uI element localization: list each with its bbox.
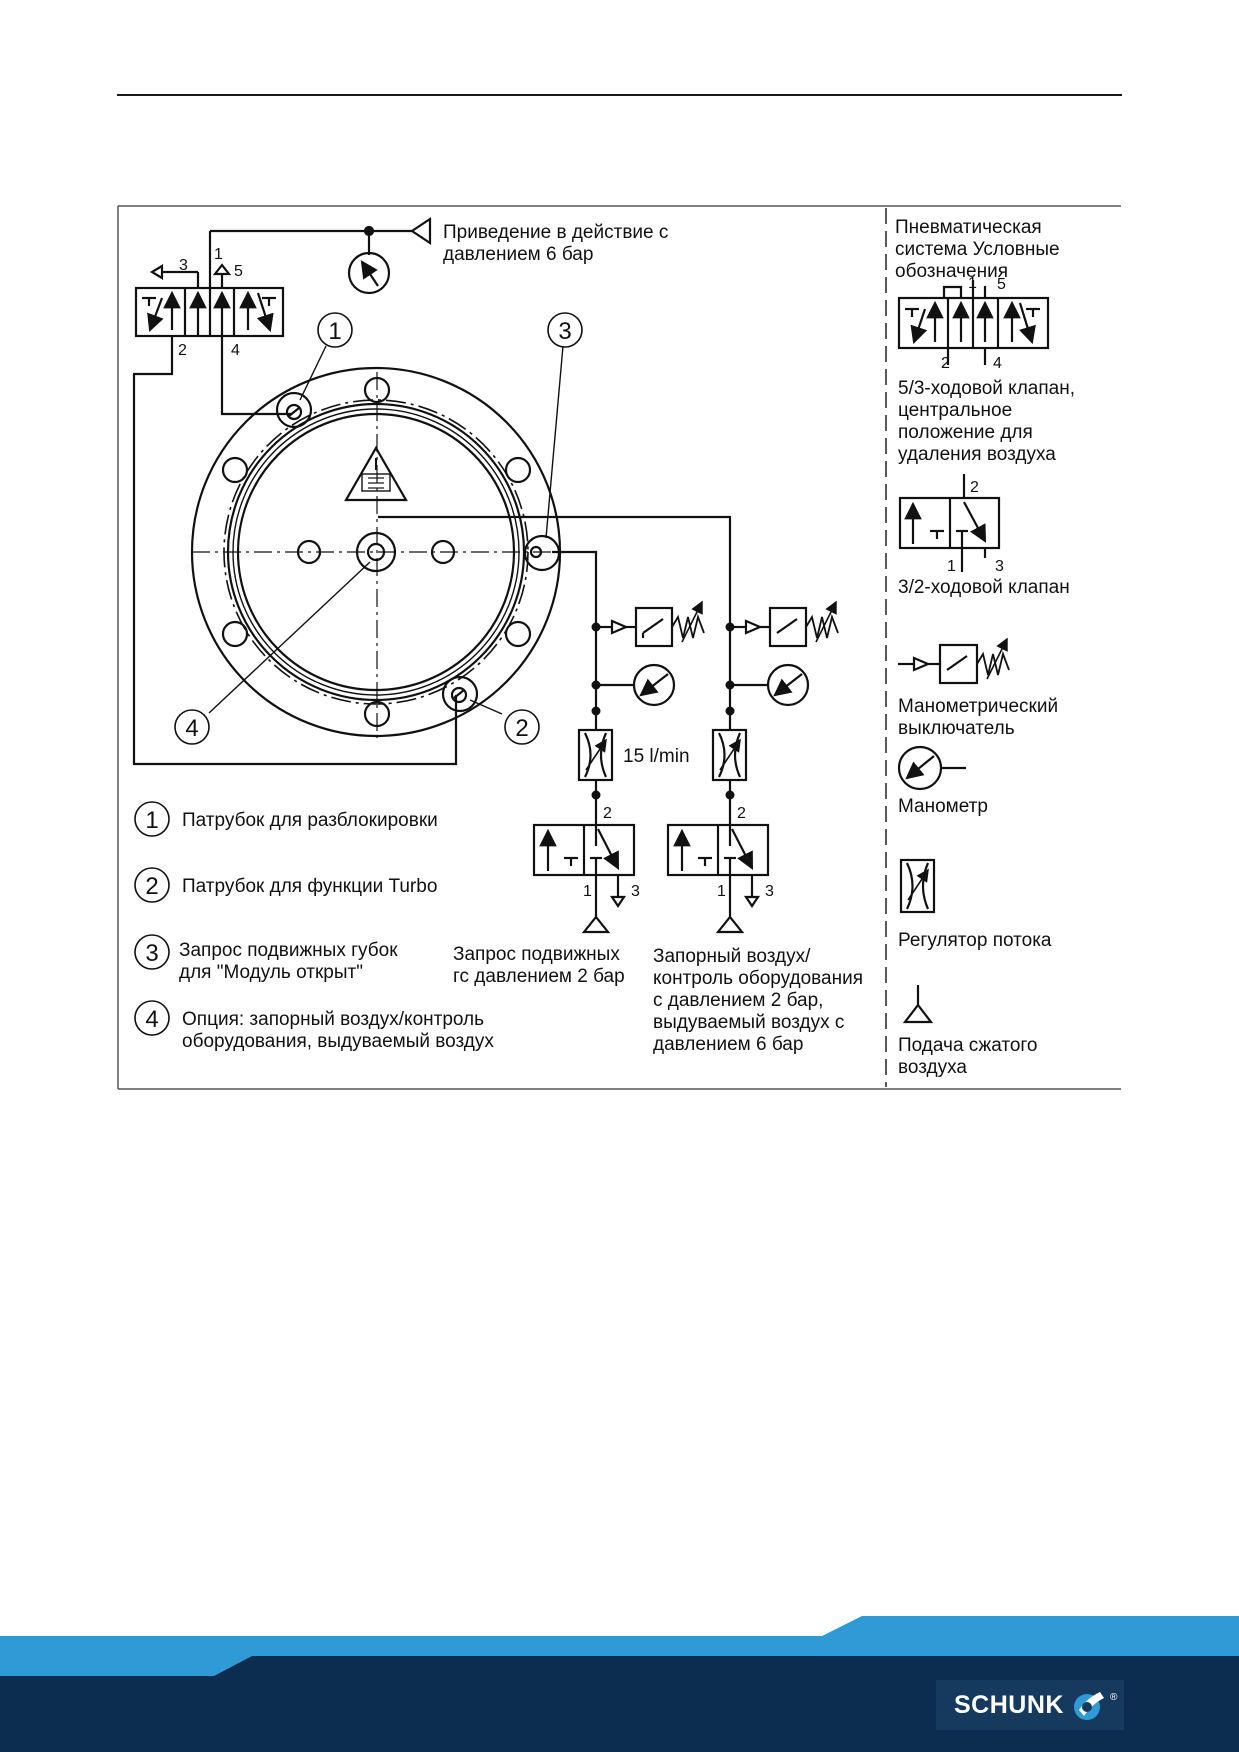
left-valve-port-3: 3: [631, 883, 640, 900]
junction-dots: [591, 622, 735, 800]
symbol-valve-3-2: [898, 474, 1001, 572]
symbols-title-1: Пневматическая: [895, 217, 1042, 238]
callout-1: 1: [328, 318, 341, 345]
symbol-pressure-switch: [898, 637, 1010, 685]
legend-num-1: 1: [145, 807, 158, 834]
legend-num-3: 3: [145, 940, 158, 967]
actuation-label-line1: Приведение в действие с: [443, 222, 668, 243]
sym53-port-1: 1: [968, 275, 977, 292]
sym32-port-1: 1: [947, 558, 956, 575]
branch-left-label-1: Запрос подвижных: [453, 944, 620, 965]
branch-left-label-2: гс давлением 2 бар: [453, 966, 625, 987]
symbol-air-supply: [902, 985, 934, 1024]
callout-2: 2: [515, 715, 528, 742]
top-rule: [117, 94, 1122, 96]
footer-dark-band: [0, 1656, 1239, 1752]
callout-3: 3: [558, 318, 571, 345]
schunk-logo[interactable]: SCHUNK ®: [936, 1680, 1124, 1730]
symbols-title-2: система Условные: [895, 239, 1060, 260]
port-label-4: 4: [231, 342, 240, 359]
valve-5-3-main: [134, 229, 412, 338]
valve32-caption: 3/2-ходовой клапан: [898, 577, 1070, 598]
symbol-valve-5-3: [897, 280, 1050, 365]
logo-text: SCHUNK: [954, 1690, 1064, 1719]
sym32-port-3: 3: [995, 558, 1004, 575]
line-port-2: [132, 336, 458, 766]
air-supply-caption-1: Подача сжатого: [898, 1035, 1038, 1056]
legend-text-4a: Опция: запорный воздух/контроль: [182, 1009, 484, 1030]
branch-right-label-5: давлением 6 бар: [653, 1034, 803, 1055]
branch-right-label-3: с давлением 2 бар,: [653, 990, 823, 1011]
valve53-caption-4: удаления воздуха: [898, 444, 1056, 465]
logo-mark-icon: [1073, 1692, 1104, 1720]
right-valve-port-1: 1: [717, 883, 726, 900]
sym32-port-2: 2: [970, 479, 979, 496]
symbol-flow-regulator: [899, 858, 936, 914]
diagram-frame: [117, 205, 1121, 1090]
pneumatic-diagram: Приведение в действие с давлением 6 бар …: [117, 205, 1121, 1090]
legend-text-2: Патрубок для функции Turbo: [182, 876, 437, 897]
legend-text-1: Патрубок для разблокировки: [182, 810, 438, 831]
branch-right-label-1: Запорный воздух/: [653, 946, 811, 967]
pressure-switch-caption-1: Манометрический: [898, 696, 1058, 717]
branch-right-label-4: выдуваемый воздух с: [653, 1012, 844, 1033]
legend-num-2: 2: [145, 873, 158, 900]
valve53-caption-1: 5/3-ходовой клапан,: [898, 378, 1075, 399]
branch-right-label-2: контроль оборудования: [653, 968, 863, 989]
right-valve-port-3: 3: [765, 883, 774, 900]
left-valve-port-2: 2: [603, 805, 612, 822]
logo-registered: ®: [1109, 1692, 1118, 1703]
actuation-label-line2: давлением 6 бар: [443, 244, 593, 265]
branch-piping: [378, 515, 839, 934]
port-label-5: 5: [234, 263, 243, 280]
valve53-caption-3: положение для: [898, 422, 1033, 443]
manometer-caption: Манометр: [898, 796, 988, 817]
flow-rate-label: 15 l/min: [623, 746, 690, 767]
valve53-caption-2: центральное: [898, 400, 1012, 421]
callouts: [174, 312, 583, 745]
air-supply-caption-2: воздуха: [898, 1057, 967, 1078]
legend-num-4: 4: [145, 1006, 158, 1033]
legend-text-3b: для "Модуль открыт": [179, 962, 363, 983]
legend-text-3a: Запрос подвижных губок: [179, 940, 398, 961]
pressure-switch-caption-2: выключатель: [898, 718, 1015, 739]
line-port-4: [220, 336, 292, 416]
sym53-port-2: 2: [941, 355, 950, 372]
port-label-3: 3: [179, 257, 188, 274]
flow-regulator-caption: Регулятор потока: [898, 930, 1052, 951]
callout-leaders: [208, 345, 564, 715]
left-valve-port-1: 1: [583, 883, 592, 900]
legend-text-4b: оборудования, выдуваемый воздух: [182, 1031, 494, 1052]
centerlines: [192, 372, 560, 738]
sym53-port-5: 5: [997, 276, 1006, 293]
callout-4: 4: [185, 715, 198, 742]
port-label-2: 2: [178, 342, 187, 359]
right-valve-port-2: 2: [737, 805, 746, 822]
legend-circles: [134, 801, 170, 1036]
symbol-manometer: [897, 745, 966, 791]
footer-band: [0, 1616, 1239, 1752]
port-label-1: 1: [214, 246, 223, 263]
sym53-port-4: 4: [993, 355, 1002, 372]
symbols-title-3: обозначения: [895, 261, 1008, 282]
